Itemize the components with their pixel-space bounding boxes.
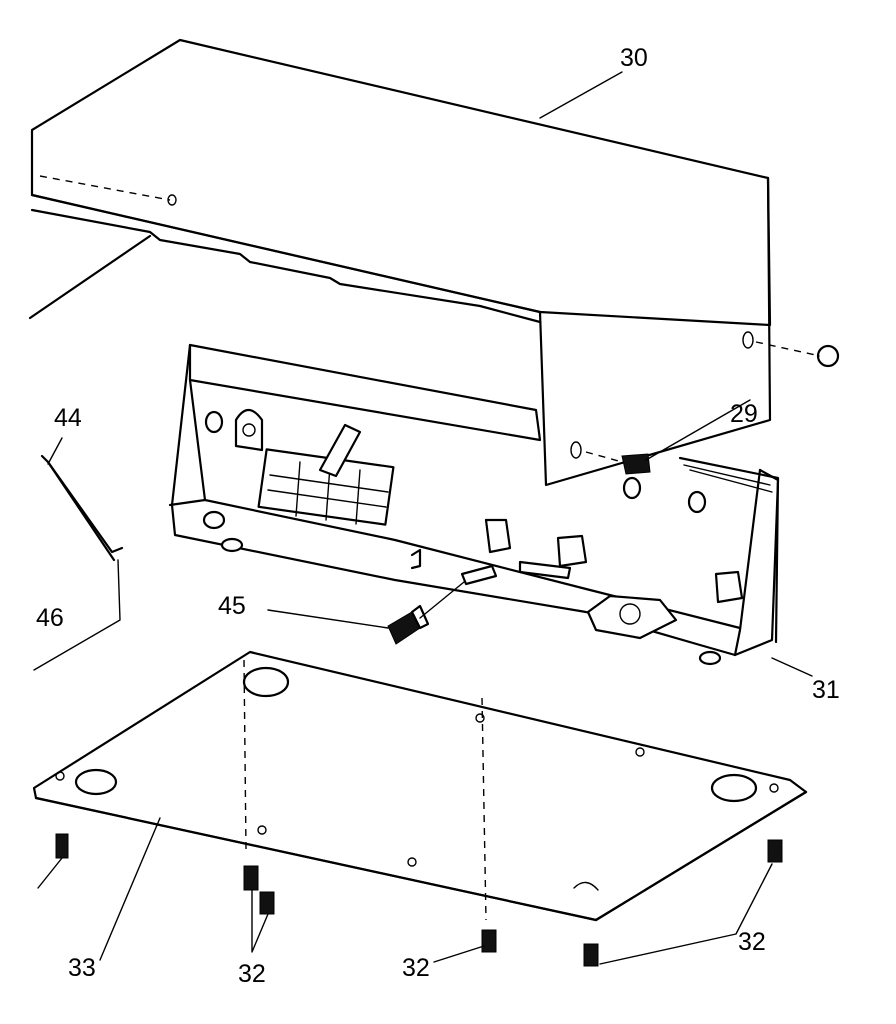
callout-32-center: 32 xyxy=(402,954,430,982)
callout-32-left: 32 xyxy=(238,960,266,988)
callout-32-right: 32 xyxy=(738,928,766,956)
rod-part-44 xyxy=(40,454,124,562)
clip-part-45 xyxy=(387,564,498,645)
callout-46: 46 xyxy=(36,604,64,632)
callout-30: 30 xyxy=(620,44,648,72)
callout-45: 45 xyxy=(218,592,246,620)
callout-33: 33 xyxy=(68,954,96,982)
bottom-plate xyxy=(32,650,808,922)
base-chassis xyxy=(168,341,840,666)
callout-31: 31 xyxy=(812,676,840,704)
callout-44: 44 xyxy=(54,404,82,432)
leader-lines xyxy=(33,71,813,965)
callout-29: 29 xyxy=(730,400,758,428)
top-cover xyxy=(28,38,772,487)
callout-labels: 30 29 44 46 45 31 33 32 32 32 xyxy=(36,44,840,988)
screws-part-32 xyxy=(55,833,783,967)
